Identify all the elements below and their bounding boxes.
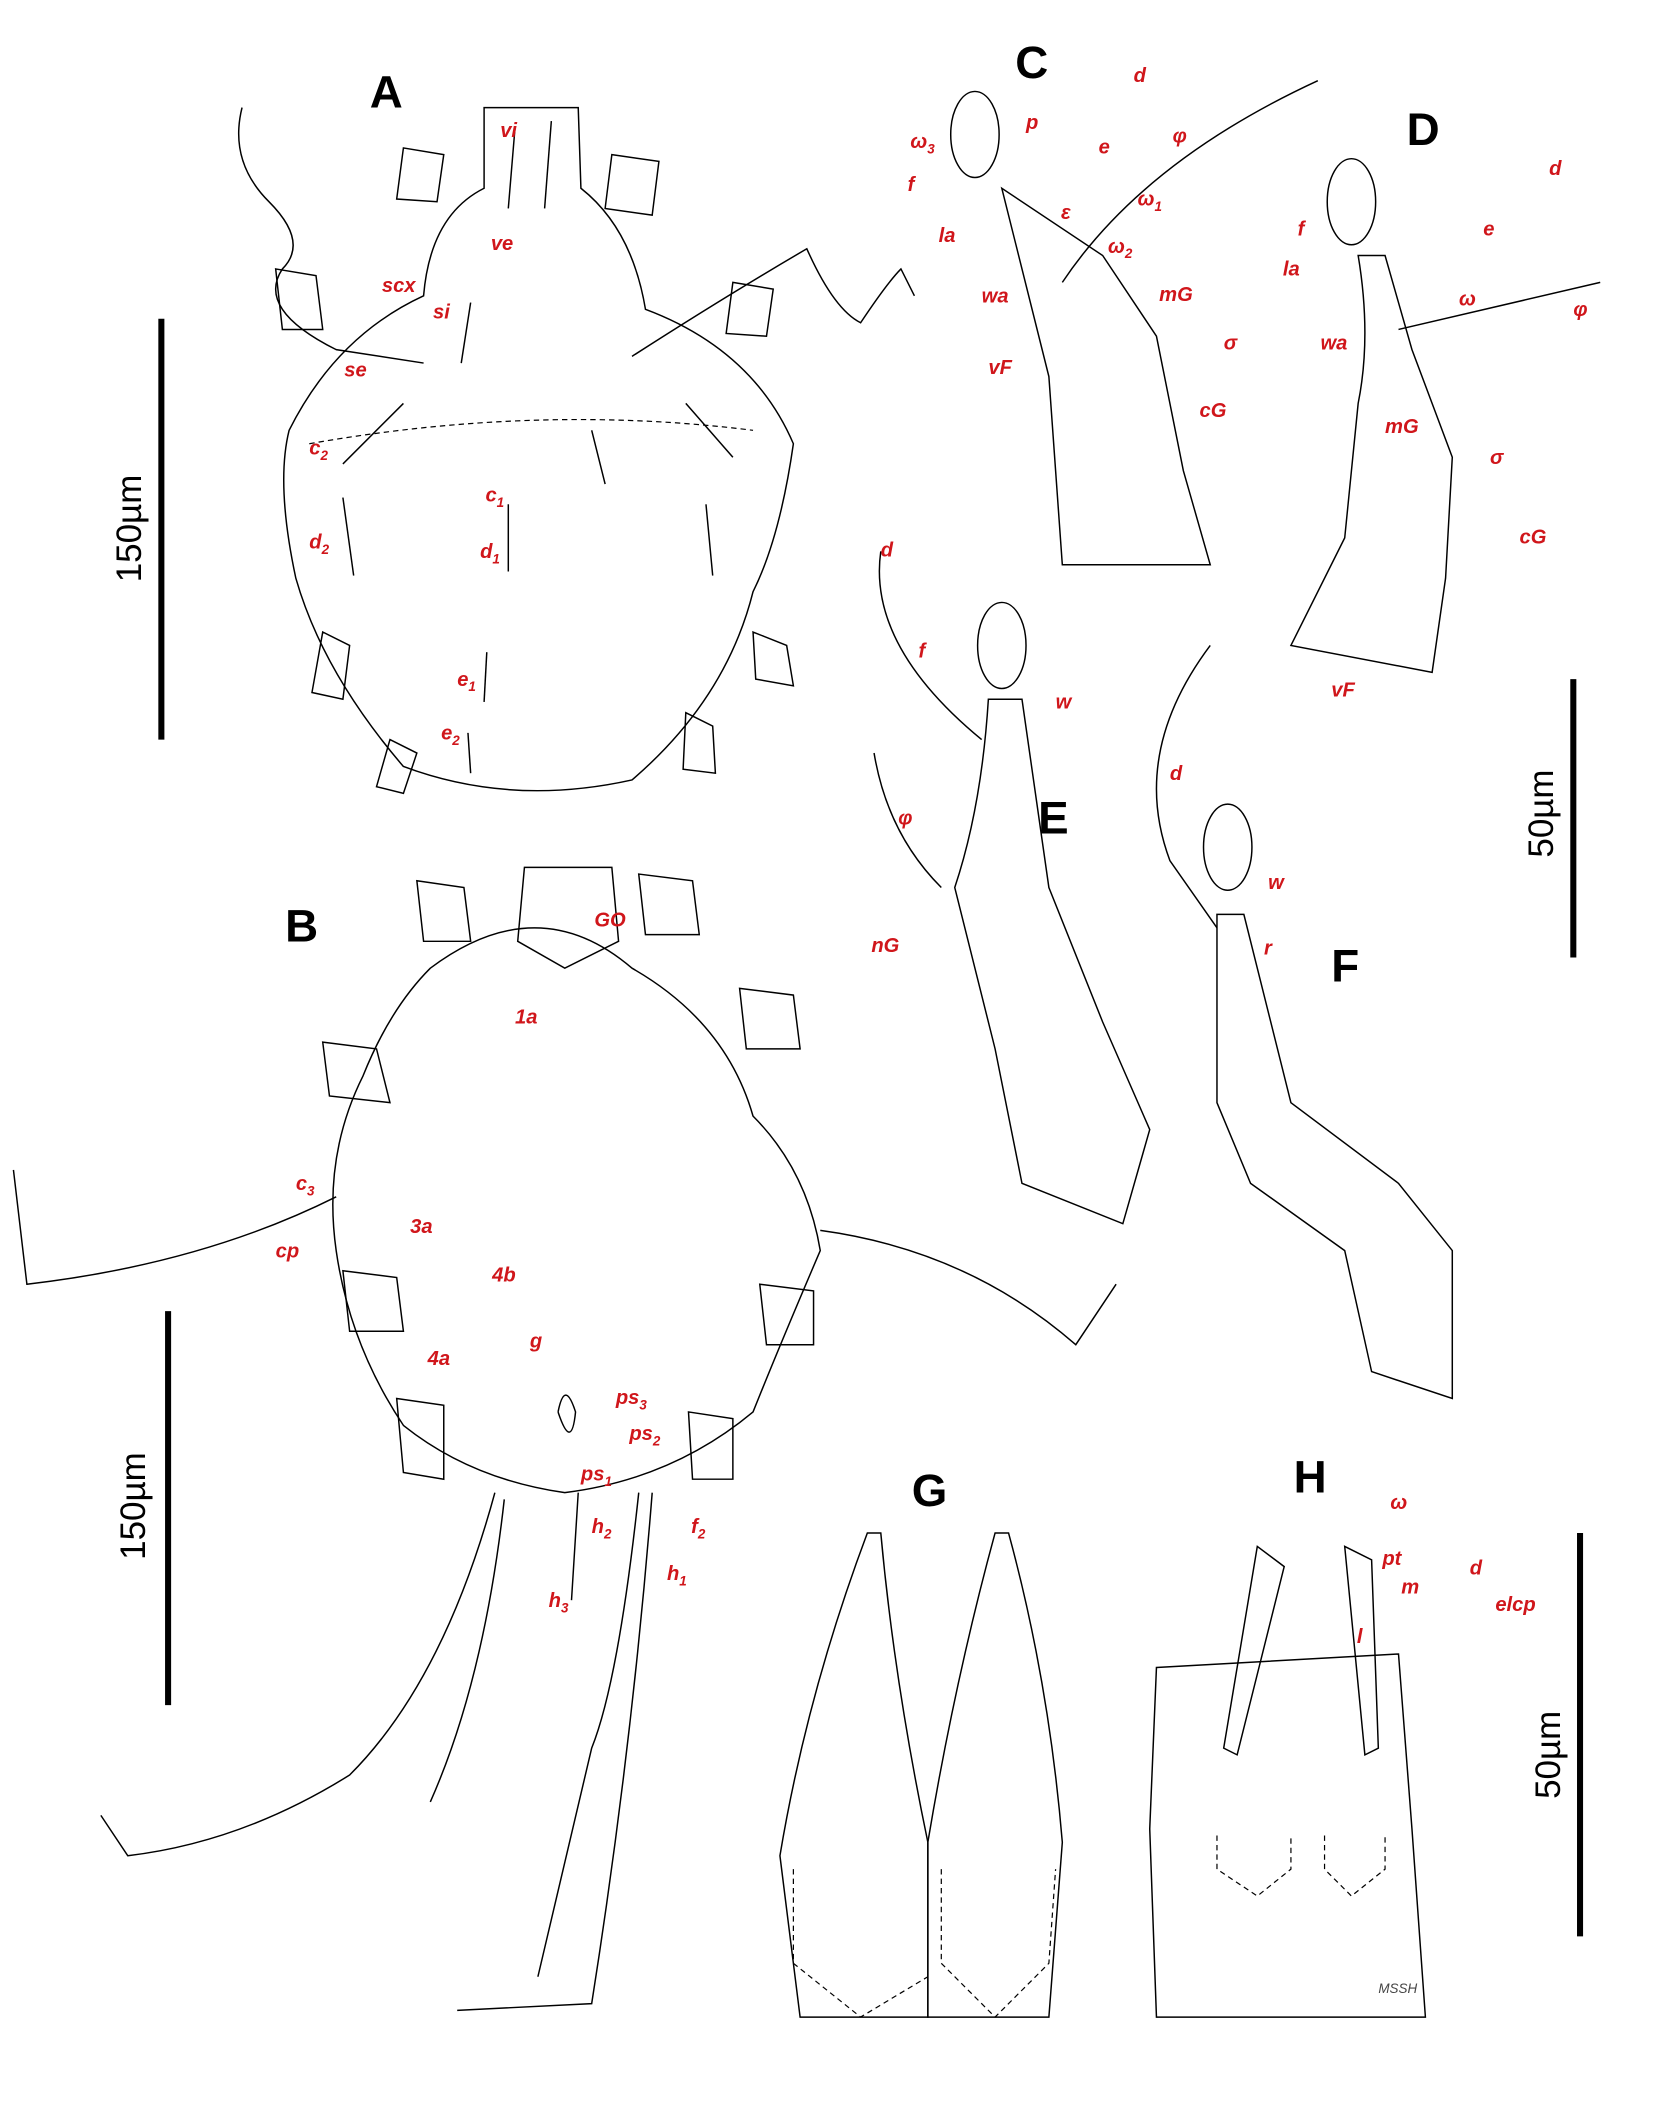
panel-letter-h: H [1294,1452,1327,1503]
seta-label: d1 [480,541,500,566]
seta-label: h3 [549,1590,569,1615]
seta-label: ps1 [580,1464,612,1489]
seta-label: f2 [691,1516,706,1541]
panel-letter-a: A [370,67,403,118]
seta-label: h1 [667,1563,687,1588]
seta-label: d2 [309,532,329,557]
seta-label: e [1483,218,1494,240]
seta-label: ω2 [1108,236,1133,261]
seta-label: φ [1173,126,1187,148]
seta-label: se [344,360,366,382]
panel-letter-g: G [912,1465,948,1516]
seta-label: e [1099,136,1110,158]
seta-label: c1 [485,485,504,510]
panel-letter-b: B [285,900,318,951]
panel-letter-e: E [1038,793,1069,844]
seta-label: w [1268,872,1285,894]
seta-label: d [881,540,894,562]
seta-label: m [1401,1576,1419,1598]
seta-label: d [1549,158,1562,180]
seta-label: e1 [457,669,476,694]
seta-label: φ [898,807,912,829]
seta-label: p [1025,112,1038,134]
seta-label: pt [1381,1548,1402,1570]
panel-g-h-drawing [779,1532,1427,2018]
seta-label: c2 [309,438,328,463]
seta-label: 1a [515,1006,537,1028]
seta-label: d [1170,763,1183,785]
seta-label: vF [988,357,1012,379]
seta-label: cp [276,1240,300,1262]
seta-label: r [1264,938,1273,960]
seta-label: e2 [441,723,460,748]
seta-label: 4a [427,1348,450,1370]
seta-label: cG [1520,526,1547,548]
seta-label: ve [491,233,513,255]
legs-drawing [873,80,1601,1400]
seta-label: scx [382,275,416,297]
scale-label-cdef: 50µm [1522,769,1561,857]
seta-label: mG [1159,284,1193,306]
seta-label: elcp [1495,1594,1535,1616]
seta-label: ω3 [910,131,935,156]
seta-label: ps3 [615,1387,648,1412]
seta-label: f [908,174,917,196]
seta-label: ω [1390,1492,1407,1514]
seta-label: wa [982,286,1009,308]
seta-label: ω [1459,288,1476,310]
scale-label-b: 150µm [114,1452,153,1560]
panel-letter-f: F [1331,941,1359,992]
seta-label: mG [1385,416,1419,438]
artist-signature: MSSH [1378,1981,1417,1996]
seta-label: f [918,641,927,663]
seta-label: vi [500,120,517,142]
seta-label: ω1 [1138,189,1162,214]
seta-label: d [1470,1558,1483,1580]
seta-label: f [1298,218,1307,240]
seta-label: nG [871,935,899,957]
seta-label: g [529,1330,542,1352]
seta-label: c3 [296,1173,315,1198]
seta-label: la [939,225,956,247]
seta-label: σ [1490,447,1505,469]
seta-label: ps2 [628,1423,661,1448]
seta-label: d [1134,65,1147,87]
seta-label: 4b [491,1265,516,1287]
seta-label: 3a [410,1216,432,1238]
seta-label: wa [1321,333,1348,355]
panel-letter-c: C [1015,37,1048,88]
seta-label: vF [1331,680,1355,702]
seta-label: GO [594,910,626,932]
seta-label: h2 [592,1516,612,1541]
panel-a-drawing [237,106,916,795]
panel-letter-d: D [1407,104,1440,155]
panel-b-drawing [12,866,1117,2012]
seta-label: w [1056,692,1073,714]
seta-label: φ [1573,299,1587,321]
scale-label-gh: 50µm [1529,1711,1568,1799]
seta-label: si [433,302,450,324]
seta-label: la [1283,259,1300,281]
scale-label-a: 150µm [110,475,149,583]
seta-label: l [1357,1626,1363,1648]
seta-label: ε [1061,202,1071,224]
seta-label: cG [1199,400,1226,422]
seta-label: σ [1224,333,1239,355]
